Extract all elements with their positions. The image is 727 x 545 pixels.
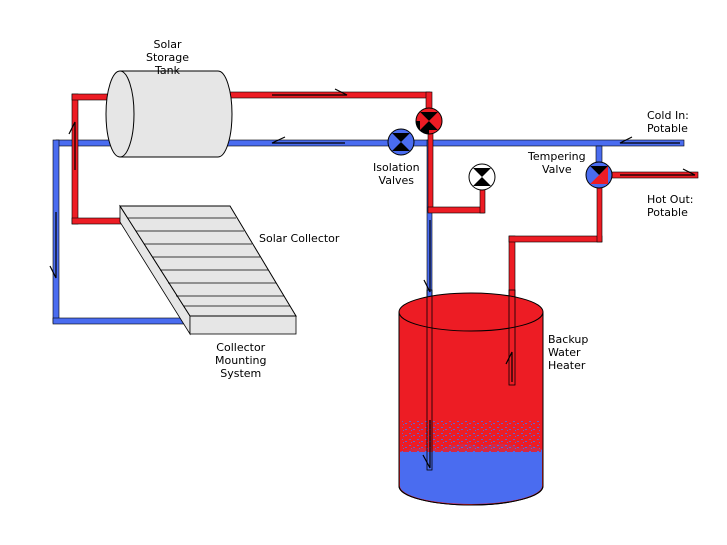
hot-out-label-line1: Hot Out:	[647, 193, 694, 206]
mounting-label: Collector Mounting System	[215, 341, 267, 380]
heater-top	[398, 292, 544, 332]
solar-collector-label: Solar Collector	[259, 232, 340, 245]
arrow-cold-return	[271, 136, 345, 144]
backup-water-heater	[398, 292, 544, 506]
hot-bypass-horiz	[427, 206, 485, 214]
collector-front	[189, 315, 297, 335]
backup-heater-label-line2: Water	[548, 346, 581, 359]
cold-in-label: Cold In: Potable	[647, 109, 689, 135]
hot-out-label: Hot Out: Potable	[647, 193, 693, 219]
isolation-valves-label-line2: Valves	[378, 174, 415, 187]
backup-heater-label-line1: Backup	[548, 333, 589, 346]
storage-tank-label-line3: Tank	[155, 64, 181, 77]
isolation-valves-label: Isolation Valves	[373, 161, 420, 187]
hot-out-label-line2: Potable	[647, 206, 688, 219]
storage-tank-label-line1: Solar	[153, 38, 182, 51]
mounting-label-line3: System	[220, 367, 262, 380]
storage-tank-label-line2: Storage	[146, 51, 190, 64]
backup-heater-label-line3: Heater	[548, 359, 586, 372]
heater-mix-zone	[402, 420, 541, 452]
solar-storage-tank	[105, 70, 233, 158]
collector-slats	[128, 217, 290, 307]
hot-to-tempering	[596, 185, 603, 243]
mounting-label-line2: Mounting	[215, 354, 267, 367]
arrow-dip-down	[423, 220, 431, 293]
hot-outlet-tube	[508, 289, 516, 386]
solar-collector	[119, 204, 297, 336]
hot-heater-horiz	[508, 235, 603, 243]
arrow-dip-bottom	[422, 420, 431, 469]
hot-bypass-down	[427, 129, 434, 213]
tempering-valve-label-line2: Valve	[541, 163, 572, 176]
cold-to-collector	[52, 317, 191, 325]
collector-panel	[119, 205, 297, 317]
tempering-valve-label: Tempering Valve	[528, 150, 586, 176]
isolation-valves-label-line1: Isolation	[373, 161, 420, 174]
cold-in-label-line2: Potable	[647, 122, 688, 135]
tempering-valve	[585, 161, 613, 189]
cold-pipes	[52, 139, 685, 471]
storage-tank-label: Solar Storage Tank	[146, 38, 189, 77]
arrow-hot-out	[620, 168, 696, 176]
arrow-riser-up	[68, 121, 76, 170]
arrow-cold-in	[619, 136, 680, 144]
mounting-label-line1: Collector	[216, 341, 266, 354]
cold-to-tempering	[595, 145, 603, 163]
bypass-valve	[468, 163, 496, 191]
cold-in-label-line1: Cold In:	[647, 109, 689, 122]
arrow-heater-up	[505, 351, 513, 382]
tank-body	[119, 70, 233, 158]
tank-end	[105, 70, 135, 158]
isolation-valve-cold	[387, 128, 415, 156]
arrow-left-down	[49, 212, 57, 279]
heater-cold-zone	[400, 443, 542, 504]
backup-heater-label: Backup Water Heater	[548, 333, 588, 372]
hot-collector-link	[71, 217, 125, 225]
arrow-hot-tank-out	[272, 88, 348, 96]
tempering-valve-label-line1: Tempering	[528, 150, 586, 163]
flow-arrows	[49, 88, 696, 469]
isolation-valve-hot	[415, 107, 443, 135]
